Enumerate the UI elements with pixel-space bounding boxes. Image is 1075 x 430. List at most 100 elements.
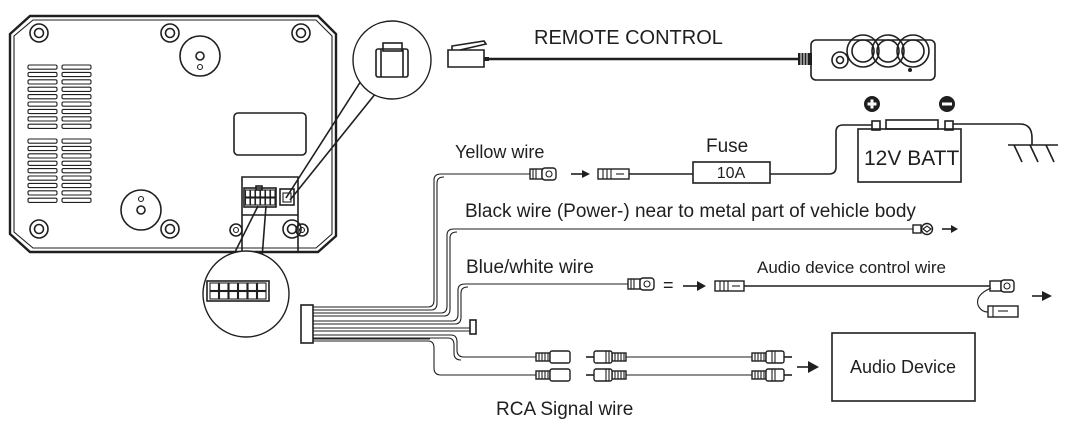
connector-pin: [244, 197, 251, 206]
vent-slot: [27, 108, 58, 115]
audio-device-box: Audio Device: [831, 332, 976, 402]
rca-male-plug: [586, 368, 627, 382]
vent-slot: [61, 71, 92, 78]
connector-pin: [256, 282, 267, 292]
negative-terminal-icon: [939, 96, 955, 112]
vent-slot: [27, 79, 58, 85]
connector-panel: [229, 176, 309, 252]
vent-slot: [61, 160, 92, 166]
arrow-icon: [797, 361, 819, 373]
audio-device-label: Audio Device: [850, 357, 956, 377]
vent-slot: [61, 123, 92, 129]
harness-wires: [313, 173, 913, 376]
audio-control-female-connector: [714, 280, 745, 292]
connector-pin: [264, 197, 271, 206]
head-unit-rear-view: [8, 14, 338, 254]
vent-slot: [27, 190, 58, 196]
connector-pin: [244, 189, 251, 198]
audio-control-output-connectors: [976, 279, 1019, 318]
vent-slot: [27, 145, 58, 152]
connector-pin: [237, 290, 248, 300]
vent-slot: [27, 71, 58, 78]
equals-sign: =: [663, 275, 674, 295]
vent-slot: [61, 153, 92, 159]
vent-slot: [61, 190, 92, 196]
fuse: 10A: [692, 161, 771, 184]
black-wire-label: Black wire (Power-) near to metal part o…: [465, 201, 916, 222]
battery-label: 12V BATT: [864, 147, 959, 170]
connector-pin: [269, 197, 276, 206]
remote-jack-magnified: [352, 20, 432, 100]
connector-pin: [269, 189, 276, 198]
vent-slot: [61, 168, 92, 174]
arrow-icon: [571, 170, 590, 178]
connector-pin: [218, 282, 229, 292]
audio-control-wire-label: Audio device control wire: [757, 258, 946, 277]
vent-slot: [27, 64, 58, 70]
rca-cable-2: [535, 368, 792, 382]
arrow-icon: [942, 225, 958, 233]
fuse-rating: 10A: [717, 165, 746, 182]
connector-pin: [259, 197, 266, 206]
vent-slot: [61, 79, 92, 85]
vent-slot: [27, 197, 58, 203]
rca-male-plug: [751, 368, 792, 382]
connector-pin: [249, 189, 256, 198]
connector-pin: [209, 290, 220, 300]
connector-pin: [264, 189, 271, 198]
vent-slot: [27, 182, 58, 189]
fuse-label: Fuse: [706, 136, 748, 157]
vent-slot: [27, 175, 58, 181]
connector-pin: [254, 197, 261, 206]
vent-slot: [61, 197, 92, 203]
vent-slot: [61, 116, 92, 122]
connector-12pin-magnified: [202, 250, 290, 338]
rca-female-jack: [535, 350, 571, 364]
yellow-wire-label: Yellow wire: [455, 142, 544, 162]
connector-pin: [259, 189, 266, 198]
arrow-icon: [1032, 291, 1052, 301]
blue-white-male-connector: [627, 277, 655, 291]
rca-female-jack: [535, 368, 571, 382]
connector-pin: [247, 290, 258, 300]
connector-pin: [228, 290, 239, 300]
arrow-icon: [683, 281, 706, 291]
vent-slot: [61, 101, 92, 107]
rca-male-plug: [586, 350, 627, 364]
connector-pin: [249, 197, 256, 206]
vent-slot: [27, 116, 58, 122]
vent-slot: [61, 108, 92, 115]
battery: 12V BATT: [857, 119, 962, 183]
vent-slot: [27, 160, 58, 166]
blue-white-wire-label: Blue/white wire: [466, 257, 594, 278]
vent-slot: [27, 94, 58, 100]
vent-slot: [27, 168, 58, 174]
ring-terminal-connector: [912, 222, 934, 236]
vent-slot: [61, 94, 92, 100]
connector-pin: [254, 189, 261, 198]
vent-slot: [61, 64, 92, 70]
remote-jack-plug: [447, 40, 489, 68]
connector-pin: [218, 290, 229, 300]
vent-slot: [61, 138, 92, 144]
vent-slot: [27, 86, 58, 92]
vent-slot: [27, 153, 58, 159]
screw-holes: [29, 23, 311, 239]
vent-slot: [61, 182, 92, 189]
connector-pin: [228, 282, 239, 292]
harness-plug: [300, 304, 314, 344]
rca-male-plug: [751, 350, 792, 364]
connector-pin: [209, 282, 220, 292]
rca-cable-1: [535, 350, 792, 364]
vent-slot: [27, 138, 58, 144]
fuse-female-connector: [597, 168, 630, 180]
positive-terminal-icon: [864, 96, 880, 112]
vent-slot: [61, 145, 92, 152]
vent-slot: [61, 86, 92, 92]
ground-symbol-icon: [1008, 144, 1058, 163]
ventilation-slots: [27, 64, 92, 203]
mounting-boss-bottom: [120, 189, 162, 231]
connector-pin: [256, 290, 267, 300]
remote-control-label: REMOTE CONTROL: [534, 27, 723, 49]
